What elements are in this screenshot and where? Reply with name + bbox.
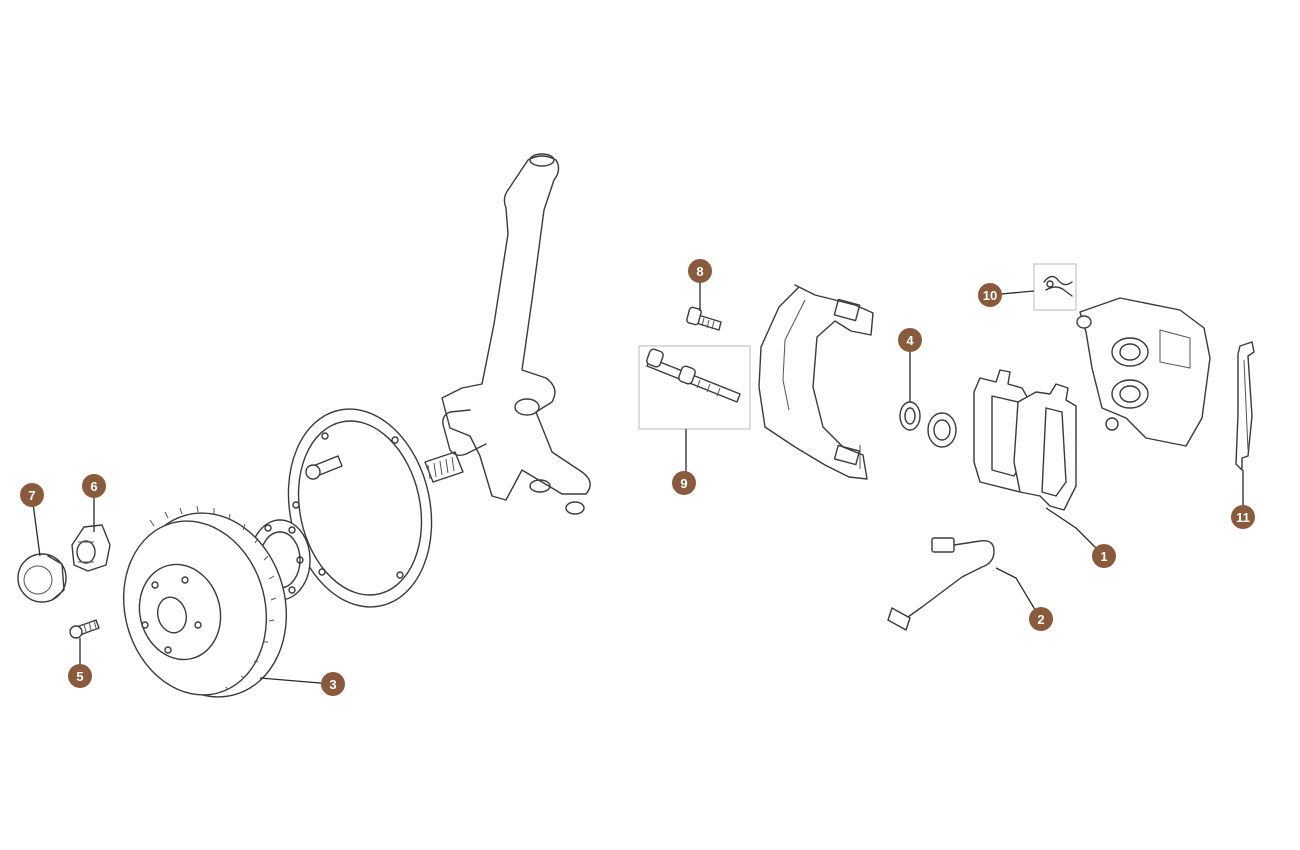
callout-number: 11 xyxy=(1236,510,1250,525)
callout-badge-circle xyxy=(1092,544,1116,568)
hub-nut[interactable] xyxy=(71,524,111,572)
callout-badge-circle xyxy=(1231,505,1255,529)
leader-1 xyxy=(1045,507,1105,557)
callout-badge-10[interactable]: 10 xyxy=(978,283,1002,307)
callout-badge-circle xyxy=(68,664,92,688)
callout-badge-circle xyxy=(978,283,1002,307)
grease-cap[interactable] xyxy=(17,553,67,603)
steering-knuckle[interactable] xyxy=(424,153,591,515)
disc-retaining-screw[interactable] xyxy=(69,619,100,639)
callout-badge-11[interactable]: 11 xyxy=(1231,505,1255,529)
callout-badge-9[interactable]: 9 xyxy=(672,471,696,495)
brake-backing-plate[interactable] xyxy=(271,396,450,621)
callout-badge-5[interactable]: 5 xyxy=(68,664,92,688)
callout-number: 9 xyxy=(680,476,687,491)
pad-wear-sensor[interactable] xyxy=(887,537,995,631)
guide-pin-kit[interactable] xyxy=(638,345,751,430)
callout-number: 3 xyxy=(329,677,336,692)
brake-disc[interactable] xyxy=(105,496,307,714)
callout-badge-circle xyxy=(672,471,696,495)
callout-badge-8[interactable]: 8 xyxy=(688,259,712,283)
callout-badge-6[interactable]: 6 xyxy=(82,474,106,498)
callout-number: 10 xyxy=(983,288,997,303)
brake-caliper[interactable] xyxy=(1076,297,1211,447)
callout-number: 8 xyxy=(696,264,703,279)
callout-badge-circle xyxy=(82,474,106,498)
callout-badge-1[interactable]: 1 xyxy=(1092,544,1116,568)
callout-badge-circle xyxy=(898,328,922,352)
callout-badge-7[interactable]: 7 xyxy=(20,483,44,507)
callout-badge-circle xyxy=(20,483,44,507)
callout-badge-3[interactable]: 3 xyxy=(321,672,345,696)
callout-badge-circle xyxy=(688,259,712,283)
guide-bolt[interactable] xyxy=(686,306,722,331)
spring-clip-kit[interactable] xyxy=(1033,263,1077,311)
callout-badges: 1 2 3 4 5 6 7 8 9 10 11 xyxy=(20,259,1255,696)
leader-2 xyxy=(995,567,1041,619)
piston-seal[interactable] xyxy=(899,401,957,448)
callout-number: 7 xyxy=(28,488,35,503)
callout-number: 1 xyxy=(1100,549,1107,564)
callout-badge-circle xyxy=(321,672,345,696)
callout-badge-4[interactable]: 4 xyxy=(898,328,922,352)
leader-3 xyxy=(259,677,333,685)
caliper-carrier[interactable] xyxy=(758,284,874,480)
callout-badge-2[interactable]: 2 xyxy=(1029,607,1053,631)
callout-number: 6 xyxy=(90,479,97,494)
callout-number: 5 xyxy=(76,669,83,684)
anti-rattle-spring[interactable] xyxy=(1235,341,1255,471)
callout-number: 2 xyxy=(1037,612,1044,627)
callout-badge-circle xyxy=(1029,607,1053,631)
callout-number: 4 xyxy=(906,333,914,348)
brake-pads[interactable] xyxy=(973,369,1077,511)
